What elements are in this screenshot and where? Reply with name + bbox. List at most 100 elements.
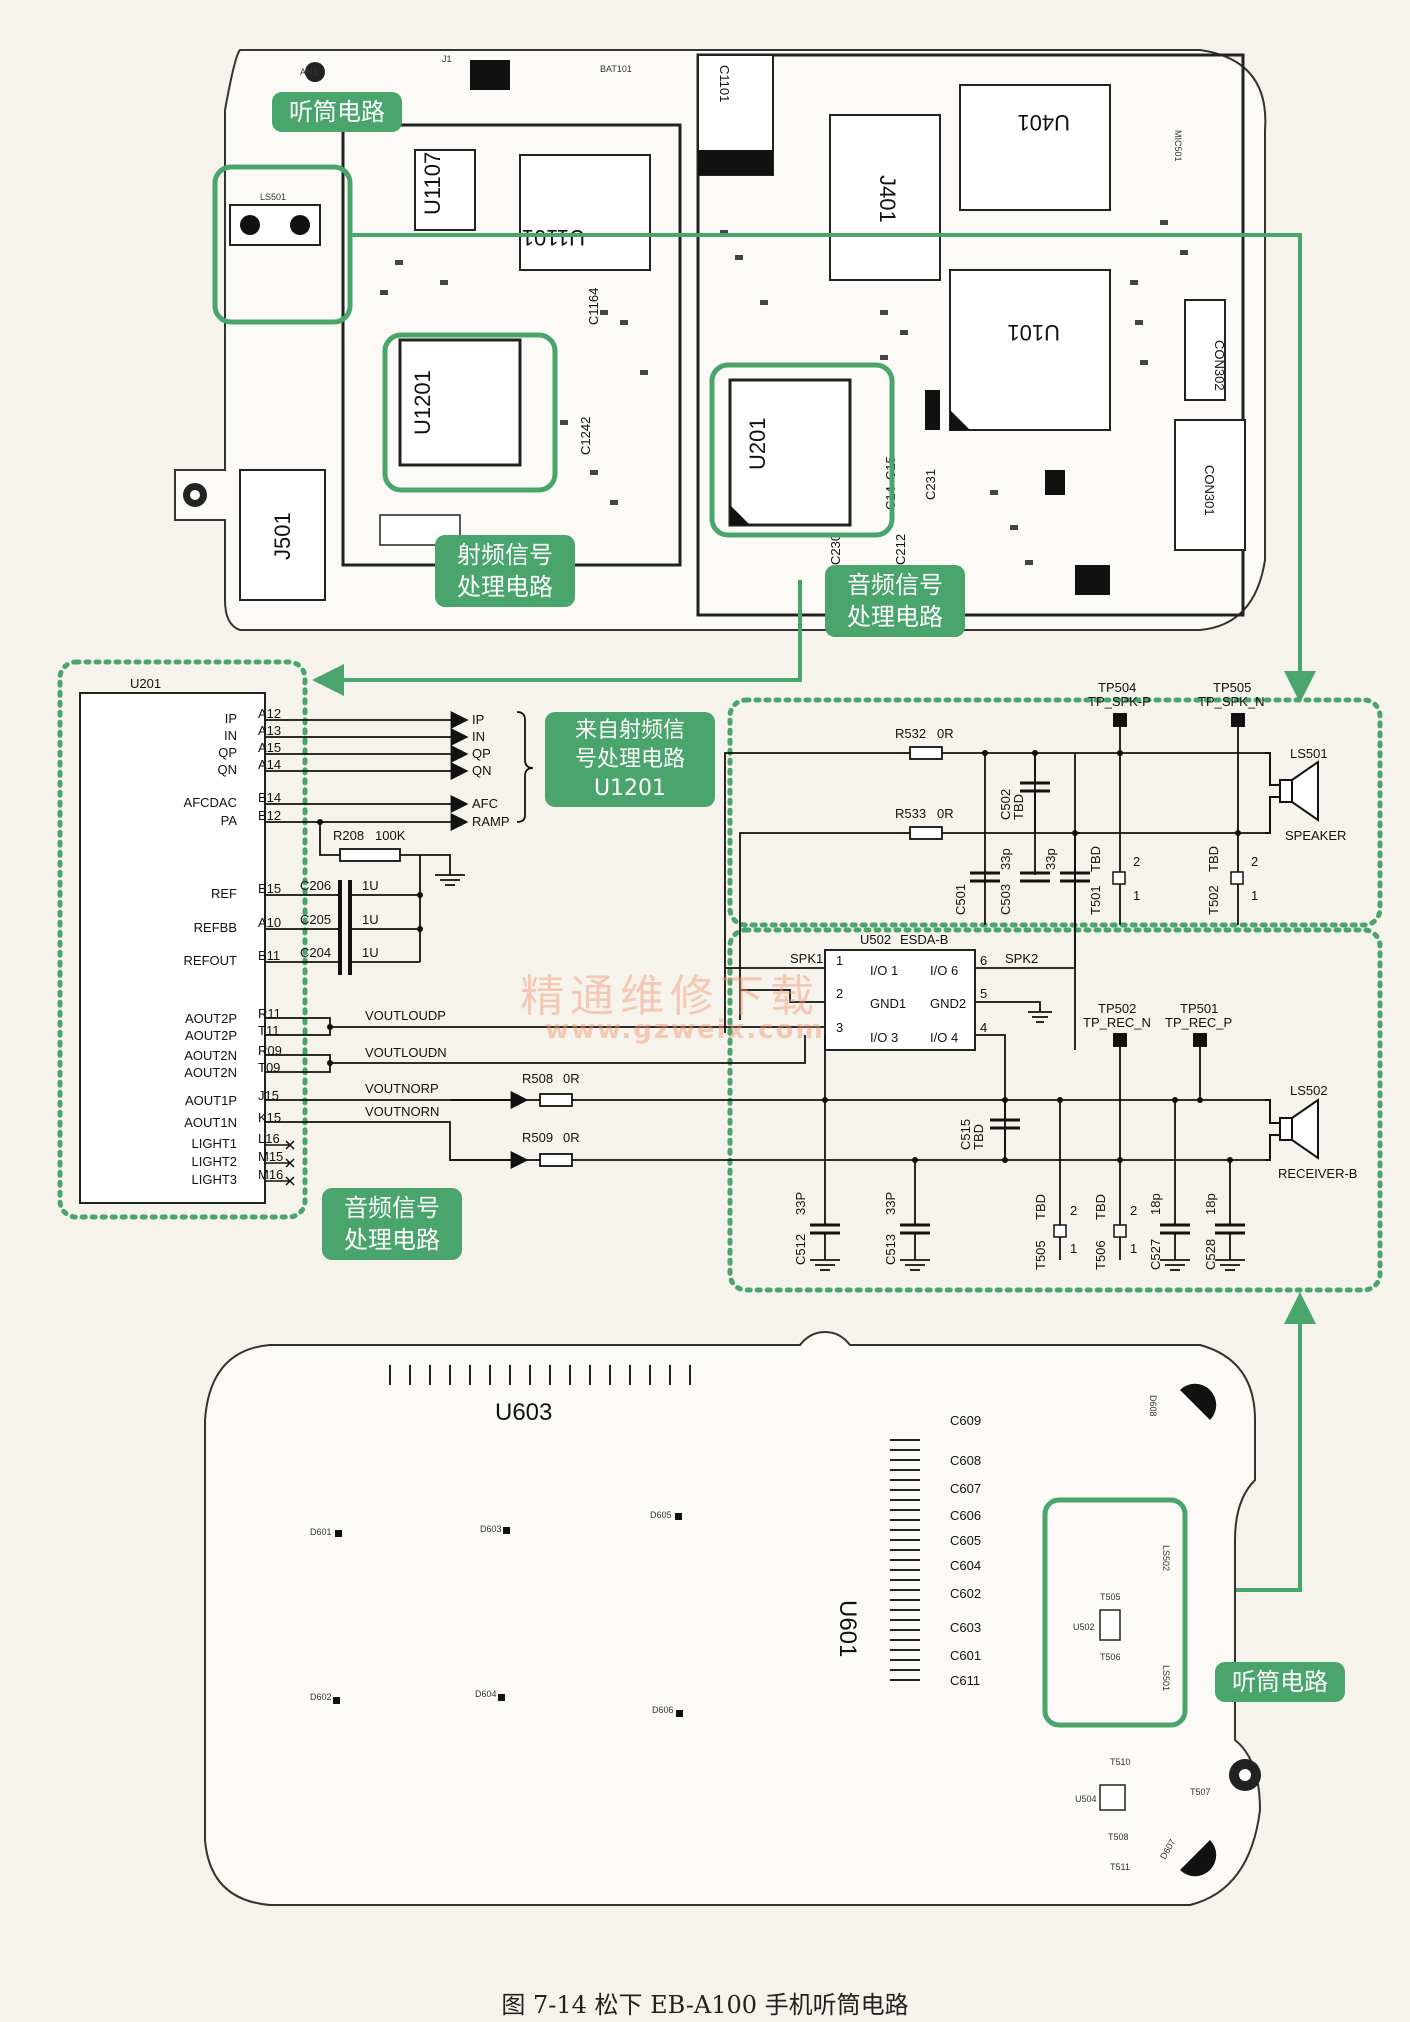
tp504-name: TP_SPK-P: [1088, 694, 1151, 709]
cap-label: C608: [950, 1453, 981, 1468]
figure-caption: 图 7-14 松下 EB-A100 手机听筒电路: [501, 1991, 909, 2019]
t501: T501: [1088, 885, 1103, 915]
pin-num: 2: [1070, 1203, 1077, 1218]
pin-number: L16: [258, 1131, 280, 1146]
t506: T506: [1093, 1240, 1108, 1270]
led-label: D602: [310, 1692, 332, 1702]
u502-num: 5: [980, 986, 987, 1001]
callout-rf: 射频信号 处理电路: [435, 535, 575, 607]
chip-label: J501: [270, 512, 295, 560]
pin-number: M16: [258, 1167, 283, 1182]
ls502: LS502: [1290, 1083, 1328, 1098]
c503: C503: [998, 884, 1013, 915]
cap-ref: C206: [300, 878, 331, 893]
part-label: C231: [923, 469, 938, 500]
r533-value: 0R: [937, 806, 954, 821]
u502-num: 2: [836, 986, 843, 1001]
rf-net: IP: [472, 712, 484, 727]
chip-label: U101: [1007, 320, 1060, 345]
highlight-receiver-bottom: [1042, 1497, 1188, 1728]
cap-ref: C204: [300, 945, 331, 960]
pin-number: B12: [258, 808, 281, 823]
part-label: MIC501: [1173, 130, 1183, 162]
r508-label: R508: [522, 1071, 553, 1086]
part-label: C230: [828, 534, 843, 565]
chip-label: U1201: [410, 370, 435, 435]
r508-value: 0R: [563, 1071, 580, 1086]
pin-num: 1: [1070, 1241, 1077, 1256]
u201-title: U201: [130, 676, 161, 691]
u502-pin: GND2: [930, 996, 966, 1011]
chip-label: J401: [875, 175, 900, 223]
led-label: D603: [480, 1524, 502, 1534]
u601-label: U601: [834, 1600, 861, 1657]
rf-net: RAMP: [472, 814, 510, 829]
net-label: VOUTLOUDP: [365, 1008, 446, 1023]
part-label: U502: [1073, 1622, 1095, 1632]
part-label: LS501: [1161, 1665, 1171, 1691]
u502-label: U502: [860, 932, 891, 947]
pin-number: B11: [258, 948, 280, 963]
r532-label: R532: [895, 726, 926, 741]
watermark: 精通维修下载: [520, 971, 820, 1022]
spk2-label: SPK2: [1005, 951, 1038, 966]
bottom-board-other-labels: D608 D607 LS502 LS501 U502 T505 T506 T51…: [1073, 1395, 1211, 1872]
c502-value: TBD: [1011, 794, 1026, 820]
led-label: D604: [475, 1689, 497, 1699]
c512: C512: [793, 1234, 808, 1265]
pin-name: LIGHT1: [191, 1136, 237, 1151]
highlight-u201: [709, 362, 895, 538]
part-label: C1242: [578, 417, 593, 455]
r208-value: 100K: [375, 828, 406, 843]
pin-num: 2: [1133, 854, 1140, 869]
cap-label: C601: [950, 1648, 981, 1663]
pin-name: AOUT1N: [184, 1115, 237, 1130]
c502: C502: [998, 789, 1013, 820]
callout-from-rf: 来自射频信 号处理电路 U1201: [545, 712, 715, 807]
u201-pins: IP IN QP QN AFCDAC PA REF REFBB REFOUT A…: [184, 711, 238, 1187]
pin-num: 1: [1133, 888, 1140, 903]
chip-label: U1101: [522, 225, 585, 250]
pin-name: QN: [218, 762, 238, 777]
highlight-u1201: [382, 332, 558, 493]
ls501: LS501: [1290, 746, 1328, 761]
bottom-board-leds: D601 D603 D605 D602 D604 D606: [310, 1510, 674, 1715]
led-label: D606: [652, 1705, 674, 1715]
part-label: C1164: [586, 288, 601, 325]
c527: C527: [1148, 1239, 1163, 1270]
pin-name: AOUT2N: [184, 1065, 237, 1080]
cap-label: C606: [950, 1508, 981, 1523]
cap-ref-value: 1U: [362, 878, 379, 893]
net-label: VOUTLOUDN: [365, 1045, 447, 1060]
cap-ref-value: 1U: [362, 912, 379, 927]
cap-label: C607: [950, 1481, 981, 1496]
pin-name: AOUT1P: [185, 1093, 237, 1108]
pin-num: 1: [1251, 888, 1258, 903]
u502-num: 3: [836, 1020, 843, 1035]
watermark-url: www.gzweix.com: [545, 1015, 825, 1045]
pin-name: IN: [224, 728, 237, 743]
cap-ref-value: 1U: [362, 945, 379, 960]
net-label: VOUTNORP: [365, 1081, 439, 1096]
part-label: T510: [1110, 1757, 1131, 1767]
bottom-board-caps: C609 C608 C607 C606 C605 C604 C602 C603 …: [950, 1413, 981, 1688]
c512-value: 33P: [793, 1192, 808, 1215]
t502-value: TBD: [1206, 846, 1221, 872]
pin-name: LIGHT2: [191, 1154, 237, 1169]
c528: C528: [1203, 1239, 1218, 1270]
c501-value: 33p: [998, 848, 1013, 870]
rf-net: AFC: [472, 796, 498, 811]
pin-name: LIGHT3: [191, 1172, 237, 1187]
pin-name: IP: [225, 711, 237, 726]
pin-number: B15: [258, 881, 281, 896]
tp502-name: TP_REC_N: [1083, 1015, 1151, 1030]
r208-label: R208: [333, 828, 364, 843]
u502-num: 1: [836, 953, 843, 968]
pin-num: 2: [1251, 854, 1258, 869]
net-label: VOUTNORN: [365, 1104, 439, 1119]
cap-label: C603: [950, 1620, 981, 1635]
pin-name: AOUT2N: [184, 1048, 237, 1063]
c513-value: 33P: [883, 1192, 898, 1215]
pin-number: A10: [258, 915, 281, 930]
r509-label: R509: [522, 1130, 553, 1145]
